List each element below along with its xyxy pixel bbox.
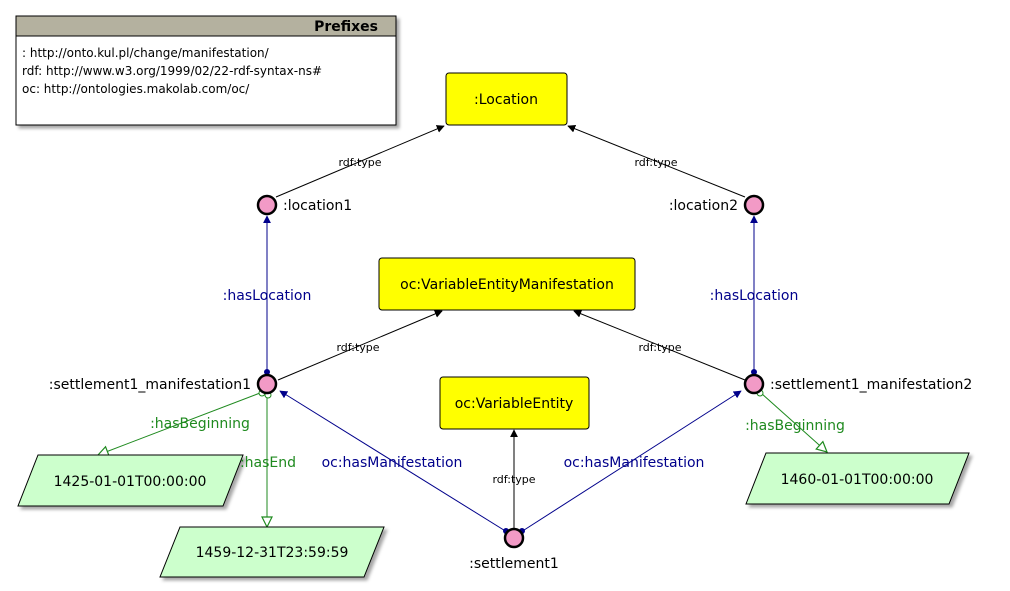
class-variable-entity[interactable]: oc:VariableEntity [439,376,590,430]
prefix-line-oc: oc: http://ontologies.makolab.com/oc/ [22,82,250,96]
prefix-line-default: : http://onto.kul.pl/change/manifestatio… [22,46,270,60]
label-has-manifestation-2: oc:hasManifestation [564,455,705,471]
label-has-manifestation-1: oc:hasManifestation [322,455,463,471]
edge-location1-type [275,125,445,198]
individual-location2-label: :location2 [669,198,738,214]
label-rdf-type-manifestation1: rdf:type [336,341,379,354]
individual-manifestation2-label: :settlement1_manifestation2 [770,377,972,393]
class-location-label: :Location [474,92,538,108]
edge-labels: rdf:type rdf:type rdf:type rdf:type rdf:… [150,156,845,486]
literal-beginning2-label: 1460-01-01T00:00:00 [781,472,934,488]
label-rdf-type-location1: rdf:type [338,156,381,169]
label-has-location-2: :hasLocation [710,288,799,304]
edge-manifestation2-type [573,309,746,381]
edge-location2-type [567,124,746,198]
prefixes-panel-header [15,15,397,37]
edge-manifestation1-type [277,310,443,381]
class-variable-entity-manifestation-label: oc:VariableEntityManifestation [400,277,614,293]
label-rdf-type-settlement1: rdf:type [492,473,535,486]
label-rdf-type-manifestation2: rdf:type [638,341,681,354]
edge-has-beginning-2 [760,392,827,452]
rdf-type-edges [275,124,746,528]
literal-end1[interactable]: 1459-12-31T23:59:59 [159,526,385,578]
data-property-edges [98,392,827,527]
individual-location2[interactable]: :location2 [669,194,765,216]
edge-has-beginning-1 [98,392,261,455]
individual-manifestation2[interactable]: :settlement1_manifestation2 [743,373,972,395]
label-rdf-type-location2: rdf:type [634,156,677,169]
class-variable-entity-label: oc:VariableEntity [455,396,574,412]
edge-has-manifestation-2 [520,390,742,533]
label-has-end-1: :hasEnd [240,455,296,471]
label-has-location-1: :hasLocation [223,288,312,304]
prefixes-title: Prefixes [314,19,378,35]
edge-has-manifestation-1 [279,390,508,533]
prefixes-panel: Prefixes : http://onto.kul.pl/change/man… [15,15,397,126]
individual-manifestation1-label: :settlement1_manifestation1 [49,377,251,393]
literal-end1-label: 1459-12-31T23:59:59 [196,545,349,561]
individual-manifestation1[interactable]: :settlement1_manifestation1 [49,373,278,395]
label-has-beginning-2: :hasBeginning [745,418,845,434]
class-variable-entity-manifestation[interactable]: oc:VariableEntityManifestation [378,257,636,311]
individual-location1[interactable]: :location1 [256,194,352,216]
object-property-edges [263,215,758,533]
label-has-beginning-1: :hasBeginning [150,416,250,432]
literal-beginning1[interactable]: 1425-01-01T00:00:00 [17,454,244,507]
prefix-line-rdf: rdf: http://www.w3.org/1999/02/22-rdf-sy… [22,64,322,78]
class-location[interactable]: :Location [445,72,568,126]
literal-beginning1-label: 1425-01-01T00:00:00 [54,474,207,490]
individual-location1-label: :location1 [283,198,352,214]
individual-settlement1[interactable]: :settlement1 [469,527,559,572]
individual-settlement1-label: :settlement1 [469,556,559,572]
literal-beginning2[interactable]: 1460-01-01T00:00:00 [745,452,970,505]
